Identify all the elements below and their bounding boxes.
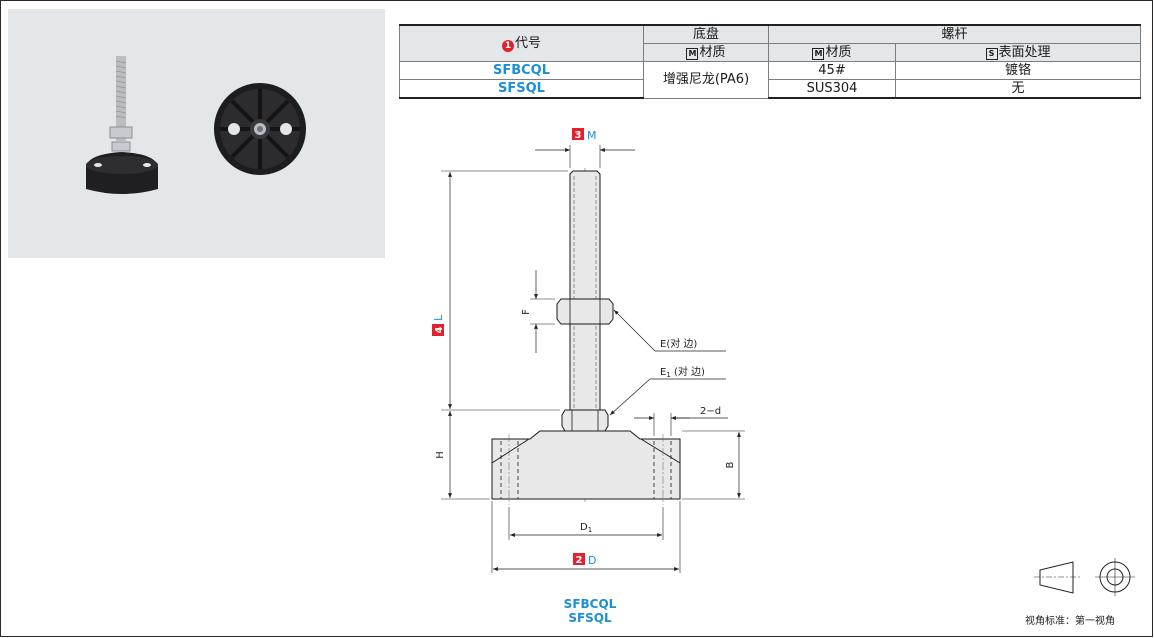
base-header: 底盘 xyxy=(643,24,769,44)
e1-suffix: (对 边) xyxy=(671,365,705,378)
hex-nut-e xyxy=(556,298,614,325)
row-surface: 镀铬 xyxy=(894,61,1142,80)
leveling-foot-bottom-image xyxy=(214,83,306,175)
row-surface: 无 xyxy=(894,79,1142,99)
row-code: SFBCQL xyxy=(399,61,644,80)
screw-surface-header: 表面处理 xyxy=(998,44,1051,60)
dim-badge-4-text: 4 xyxy=(434,326,445,333)
first-angle-projection-icon xyxy=(1034,558,1135,596)
e1-sub: 1 xyxy=(666,371,670,379)
product-photo xyxy=(86,56,306,194)
row-code: SFSQL xyxy=(399,79,644,99)
dimension-m: 3 M xyxy=(535,128,635,152)
dim-m-label: M xyxy=(587,129,597,142)
row-screw-material: 45# xyxy=(768,61,896,80)
dim-badge-3-text: 3 xyxy=(575,130,582,141)
table-row: SFBCQL 增强尼龙(PA6) 45# 镀铬 xyxy=(399,61,1142,99)
table-row: SFSQL SUS304 无 xyxy=(399,79,1142,99)
dimension-d1: D1 xyxy=(510,522,662,537)
leader-e: E(对 边) xyxy=(613,309,726,352)
row-base-material: 增强尼龙(PA6) xyxy=(643,61,769,99)
e1-label: E xyxy=(660,367,666,378)
dim-badge-2-text: 2 xyxy=(576,555,583,566)
dim-f-label: F xyxy=(521,309,532,315)
svg-text:E1 (对 边): E1 (对 边) xyxy=(660,365,705,379)
surface-mark-icon: S xyxy=(985,47,998,60)
row-screw-material: SUS304 xyxy=(768,79,896,99)
leader-e1: E1 (对 边) xyxy=(609,365,726,416)
hex-nut-e1 xyxy=(561,409,609,432)
leveling-foot-side-image xyxy=(86,56,158,194)
dimension-h: H xyxy=(435,411,452,498)
dim-l-label: L xyxy=(432,314,445,321)
view-standard-label: 视角标准：第一视角 xyxy=(1025,616,1115,627)
model-label-sfbcql: SFBCQL xyxy=(563,597,617,611)
dimension-2d: 2−d xyxy=(634,406,728,420)
dimension-f: F xyxy=(521,270,538,353)
code-header: 代号 xyxy=(514,35,541,51)
e-label: E(对 边) xyxy=(660,337,697,350)
base-body xyxy=(491,430,681,505)
dimension-d: 2 D xyxy=(493,553,679,571)
screw-material-header: 材质 xyxy=(825,44,852,60)
dim-2d-label: 2−d xyxy=(700,406,721,417)
material-mark-icon: M xyxy=(686,47,699,60)
dim-d-label: D xyxy=(588,554,596,567)
dim-b-label: B xyxy=(725,461,736,468)
code-badge-icon: 1 xyxy=(501,39,514,52)
dim-h-label: H xyxy=(435,451,446,459)
dim-d1-label: D xyxy=(580,522,588,533)
threaded-rod xyxy=(569,170,601,412)
dim-badge-3-icon xyxy=(572,128,584,140)
screw-header: 螺杆 xyxy=(767,24,1142,44)
dim-badge-4-icon xyxy=(432,324,444,336)
model-label-sfsql: SFSQL xyxy=(568,611,612,625)
dim-d1-sub: 1 xyxy=(588,526,592,534)
dim-badge-2-icon xyxy=(573,553,585,565)
base-material-header: 材质 xyxy=(699,44,726,60)
dimension-b: B xyxy=(725,432,741,498)
dimension-l: 4 L xyxy=(432,172,452,409)
svg-text:D1: D1 xyxy=(580,522,592,534)
product-photo-panel xyxy=(8,9,385,258)
material-mark-icon: M xyxy=(812,47,825,60)
